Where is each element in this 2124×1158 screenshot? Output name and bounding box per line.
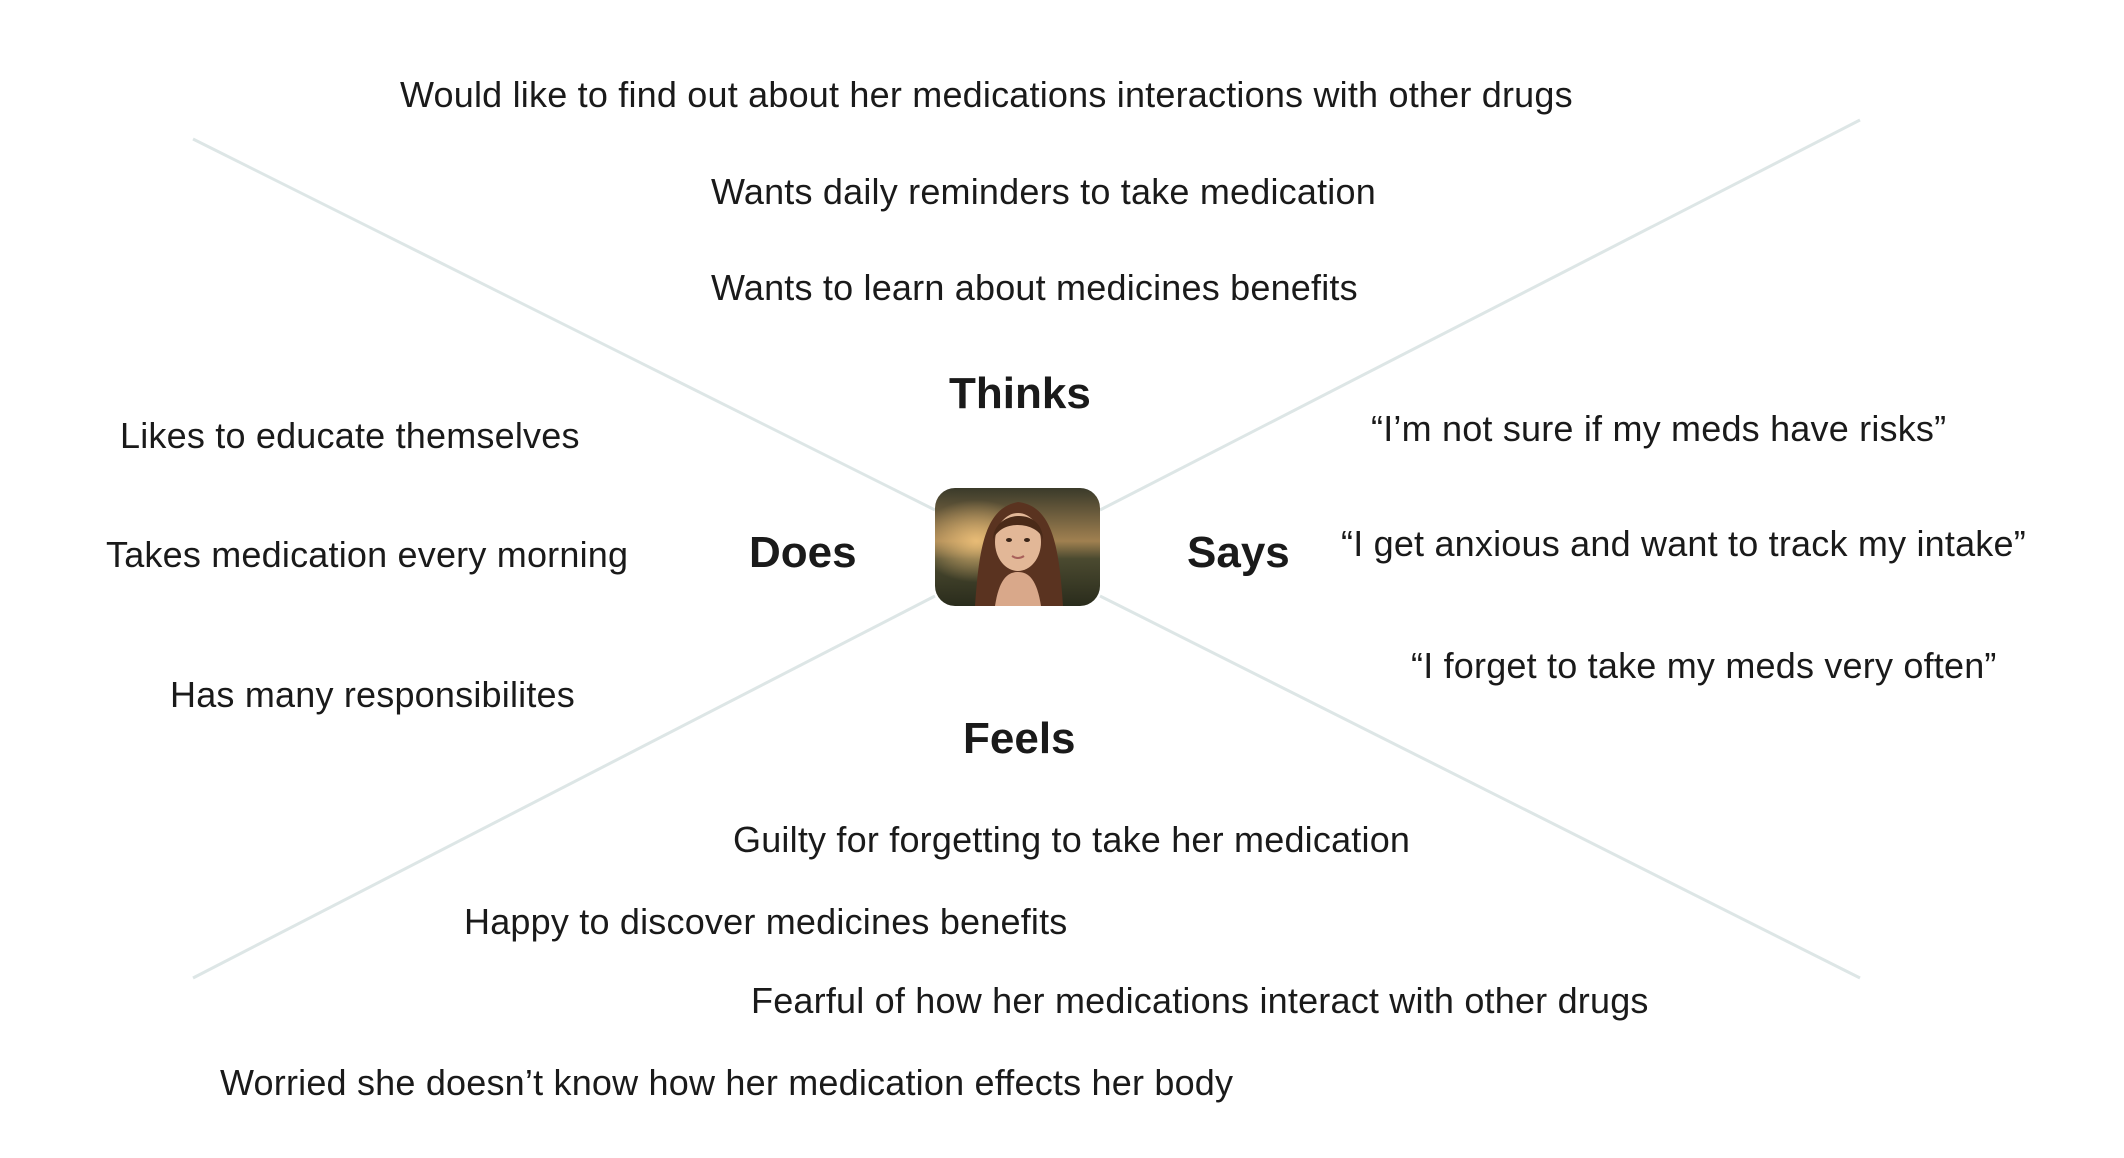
feels-item: Happy to discover medicines benefits [464, 901, 1068, 942]
quadrant-title-thinks: Thinks [949, 369, 1091, 418]
quadrant-title-says: Says [1187, 528, 1290, 577]
persona-photo-icon [935, 488, 1100, 606]
quadrant-title-does: Does [749, 528, 857, 577]
divider-top-left [192, 137, 936, 512]
does-item: Likes to educate themselves [120, 415, 580, 456]
divider-bottom-right [1099, 594, 1861, 980]
says-item: “I’m not sure if my meds have risks” [1371, 408, 1947, 449]
thinks-item: Would like to find out about her medicat… [400, 74, 1573, 115]
says-item: “I forget to take my meds very often” [1411, 645, 1997, 686]
says-item: “I get anxious and want to track my inta… [1341, 523, 2026, 564]
quadrant-title-feels: Feels [963, 714, 1076, 763]
persona-avatar [935, 488, 1100, 606]
divider-top-right [1099, 118, 1861, 512]
feels-item: Guilty for forgetting to take her medica… [733, 819, 1411, 860]
thinks-item: Wants daily reminders to take medication [711, 171, 1376, 212]
divider-bottom-left [192, 594, 936, 980]
thinks-item: Wants to learn about medicines benefits [711, 267, 1358, 308]
does-item: Takes medication every morning [106, 534, 629, 575]
feels-item: Fearful of how her medications interact … [751, 980, 1649, 1021]
feels-item: Worried she doesn’t know how her medicat… [220, 1062, 1234, 1103]
does-item: Has many responsibilites [170, 674, 575, 715]
